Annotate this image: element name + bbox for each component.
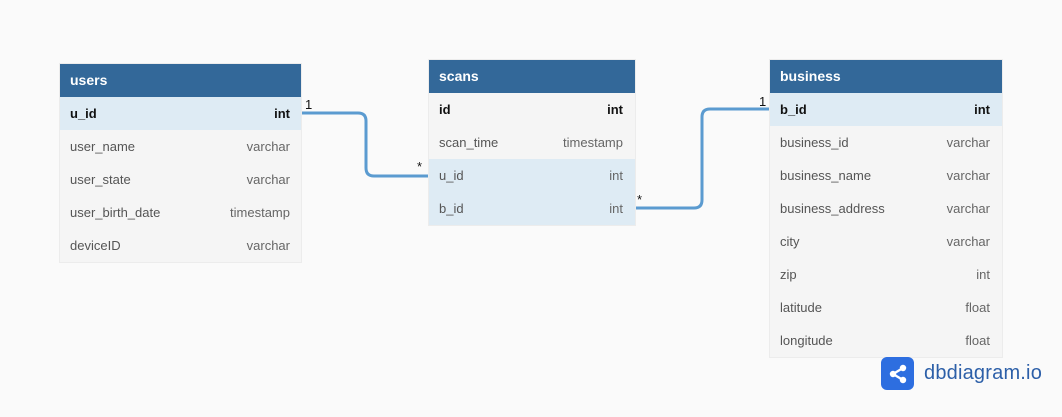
scans-b-id-many-cardinality: * <box>637 192 643 207</box>
field-name: u_id <box>439 168 464 183</box>
field-name: latitude <box>780 300 822 315</box>
field-type: float <box>965 333 990 348</box>
scans-field-id[interactable]: id int <box>429 93 635 126</box>
field-name: b_id <box>439 201 464 216</box>
field-name: user_birth_date <box>70 205 161 220</box>
field-type: varchar <box>946 234 990 249</box>
business-table[interactable]: business b_id int business_id varchar bu… <box>770 60 1002 357</box>
brand-name: dbdiagram.io <box>924 362 1043 384</box>
field-name: u_id <box>70 106 97 121</box>
scans-table-header[interactable]: scans <box>429 60 635 93</box>
field-name: deviceID <box>70 238 121 253</box>
users-table-header[interactable]: users <box>60 64 301 97</box>
scans-table[interactable]: scans id int scan_time timestamp u_id in… <box>429 60 635 225</box>
business-one-cardinality: 1 <box>759 94 767 109</box>
field-type: varchar <box>246 172 290 187</box>
field-type: int <box>609 168 623 183</box>
dbdiagram-logo[interactable]: dbdiagram.io <box>881 357 1042 390</box>
business-table-header[interactable]: business <box>770 60 1002 93</box>
field-type: varchar <box>946 168 990 183</box>
field-type: int <box>609 201 623 216</box>
field-name: business_id <box>780 135 849 150</box>
users-field-user-birth-date[interactable]: user_birth_date timestamp <box>60 196 301 229</box>
field-type: int <box>274 106 290 121</box>
field-type: int <box>607 102 623 117</box>
users-field-u-id[interactable]: u_id int <box>60 97 301 130</box>
field-type: float <box>965 300 990 315</box>
field-name: zip <box>780 267 797 282</box>
field-name: city <box>780 234 800 249</box>
scans-field-b-id[interactable]: b_id int <box>429 192 635 225</box>
scans-field-scan-time[interactable]: scan_time timestamp <box>429 126 635 159</box>
field-name: b_id <box>780 102 807 117</box>
field-name: user_state <box>70 172 131 187</box>
field-type: varchar <box>946 135 990 150</box>
business-field-business-name[interactable]: business_name varchar <box>770 159 1002 192</box>
business-field-longitude[interactable]: longitude float <box>770 324 1002 357</box>
field-name: id <box>439 102 451 117</box>
field-type: varchar <box>946 201 990 216</box>
scans-field-u-id[interactable]: u_id int <box>429 159 635 192</box>
field-type: int <box>976 267 990 282</box>
business-field-zip[interactable]: zip int <box>770 258 1002 291</box>
users-one-cardinality: 1 <box>305 97 313 112</box>
field-type: int <box>974 102 990 117</box>
business-field-business-id[interactable]: business_id varchar <box>770 126 1002 159</box>
users-scans-connector[interactable] <box>301 111 429 178</box>
users-field-device-id[interactable]: deviceID varchar <box>60 229 301 262</box>
share-nodes-icon <box>881 357 914 390</box>
field-name: longitude <box>780 333 833 348</box>
business-field-b-id[interactable]: b_id int <box>770 93 1002 126</box>
business-scans-connector[interactable] <box>635 107 770 210</box>
users-field-user-state[interactable]: user_state varchar <box>60 163 301 196</box>
field-name: business_name <box>780 168 872 183</box>
field-name: business_address <box>780 201 885 216</box>
business-field-business-address[interactable]: business_address varchar <box>770 192 1002 225</box>
field-type: varchar <box>246 139 290 154</box>
business-field-city[interactable]: city varchar <box>770 225 1002 258</box>
business-field-latitude[interactable]: latitude float <box>770 291 1002 324</box>
field-type: timestamp <box>230 205 290 220</box>
users-table[interactable]: users u_id int user_name varchar user_st… <box>60 64 301 262</box>
field-name: scan_time <box>439 135 499 150</box>
field-type: timestamp <box>563 135 623 150</box>
field-name: user_name <box>70 139 136 154</box>
field-type: varchar <box>246 238 290 253</box>
scans-u-id-many-cardinality: * <box>417 159 423 174</box>
users-field-user-name[interactable]: user_name varchar <box>60 130 301 163</box>
